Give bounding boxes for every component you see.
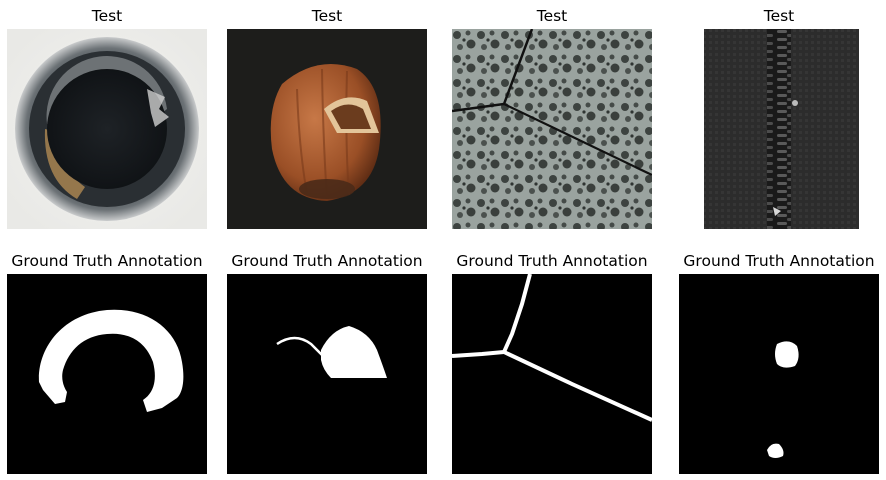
panel-title: Ground Truth Annotation xyxy=(683,252,875,270)
panel-title: Ground Truth Annotation xyxy=(456,252,648,270)
tile-mask-image xyxy=(452,274,652,474)
panel-test-bottle: Test xyxy=(7,0,207,240)
tile-mask xyxy=(452,274,652,474)
bottle-mask xyxy=(7,274,207,474)
panel-mask-hazelnut: Ground Truth Annotation xyxy=(227,245,427,480)
panel-title: Test xyxy=(763,7,795,25)
zipper-test-image xyxy=(679,29,879,229)
tile-photo xyxy=(452,29,652,229)
bottle-photo xyxy=(7,29,207,229)
zipper-mask xyxy=(679,274,879,474)
panel-mask-bottle: Ground Truth Annotation xyxy=(7,245,207,480)
panel-title: Ground Truth Annotation xyxy=(11,252,203,270)
hazelnut-photo xyxy=(227,29,427,229)
panel-test-zipper: Test xyxy=(679,0,879,240)
panel-title: Ground Truth Annotation xyxy=(231,252,423,270)
hazelnut-test-image xyxy=(227,29,427,229)
panel-title: Test xyxy=(536,7,568,25)
panel-mask-tile: Ground Truth Annotation xyxy=(452,245,652,480)
bottle-mask-image xyxy=(7,274,207,474)
panel-title: Test xyxy=(311,7,343,25)
hazelnut-mask xyxy=(227,274,427,474)
tile-test-image xyxy=(452,29,652,229)
panel-test-tile: Test xyxy=(452,0,652,240)
hazelnut-mask-image xyxy=(227,274,427,474)
bottle-test-image xyxy=(7,29,207,229)
panel-test-hazelnut: Test xyxy=(227,0,427,240)
panel-title: Test xyxy=(91,7,123,25)
zipper-photo xyxy=(679,29,879,229)
panel-mask-zipper: Ground Truth Annotation xyxy=(679,245,879,480)
zipper-mask-image xyxy=(679,274,879,474)
